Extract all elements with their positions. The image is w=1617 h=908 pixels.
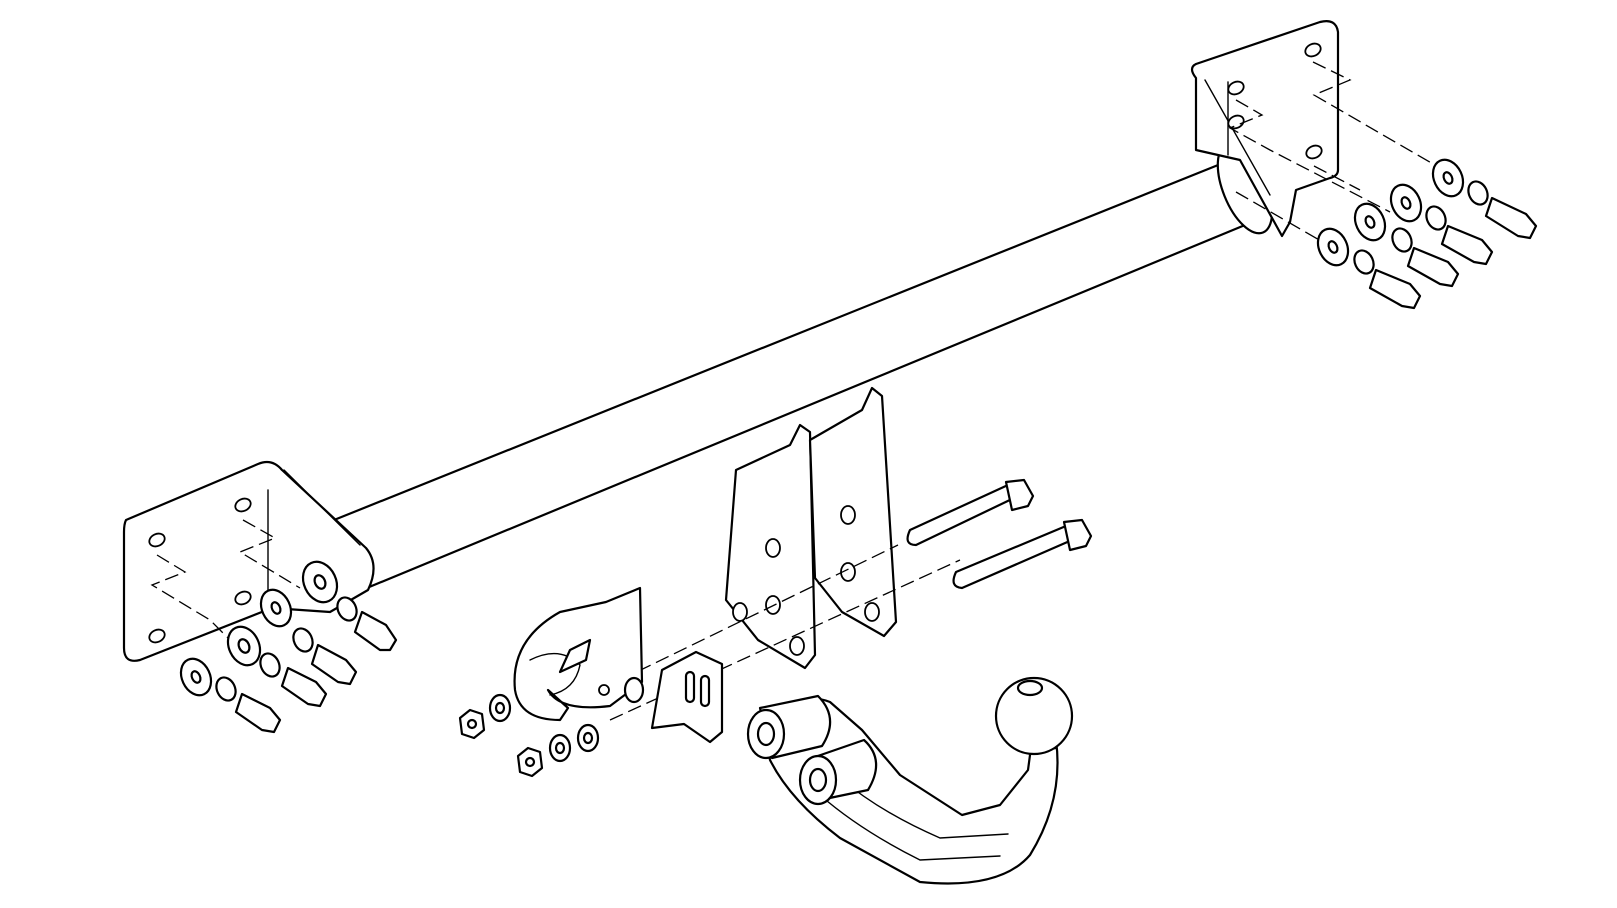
center-bracket (609, 386, 961, 721)
bolt (234, 692, 282, 734)
socket-fastener-set (458, 693, 600, 778)
bolt (1406, 246, 1460, 288)
washer (226, 625, 262, 667)
plate-hole (1304, 42, 1322, 58)
washer (1431, 158, 1465, 198)
lock-washer (215, 596, 358, 702)
plate-hole (234, 590, 252, 606)
electrical-socket-plate (513, 586, 644, 722)
long-bolt (952, 518, 1093, 590)
washer (259, 588, 293, 628)
bolt (280, 666, 328, 708)
bolt (1440, 224, 1494, 266)
plate-hole (234, 497, 252, 513)
tow-ball-neck (760, 676, 1074, 885)
plate-hole (148, 532, 166, 548)
plate-hole (1227, 114, 1245, 130)
socket-mounting-bracket (623, 650, 724, 744)
lock-washer (1353, 180, 1489, 275)
washer (1316, 227, 1350, 267)
long-bolts (906, 478, 1093, 590)
left-fastener-set (179, 560, 398, 734)
bolt (353, 610, 398, 652)
plate-hole (1305, 144, 1323, 160)
washer (1353, 202, 1387, 242)
right-mounting-plate (1190, 20, 1441, 253)
washer (179, 657, 213, 697)
washer (301, 560, 339, 604)
bolt (1484, 196, 1538, 240)
bolt (310, 643, 358, 686)
long-bolt (906, 478, 1035, 547)
left-mounting-plate (122, 460, 375, 662)
washer (1389, 183, 1423, 223)
bolt (1368, 268, 1422, 310)
right-fastener-set (1316, 158, 1538, 310)
neck-mount-cylinders (746, 694, 878, 806)
tow-ball (994, 676, 1074, 756)
plate-hole (1227, 80, 1245, 96)
plate-hole (148, 628, 166, 644)
